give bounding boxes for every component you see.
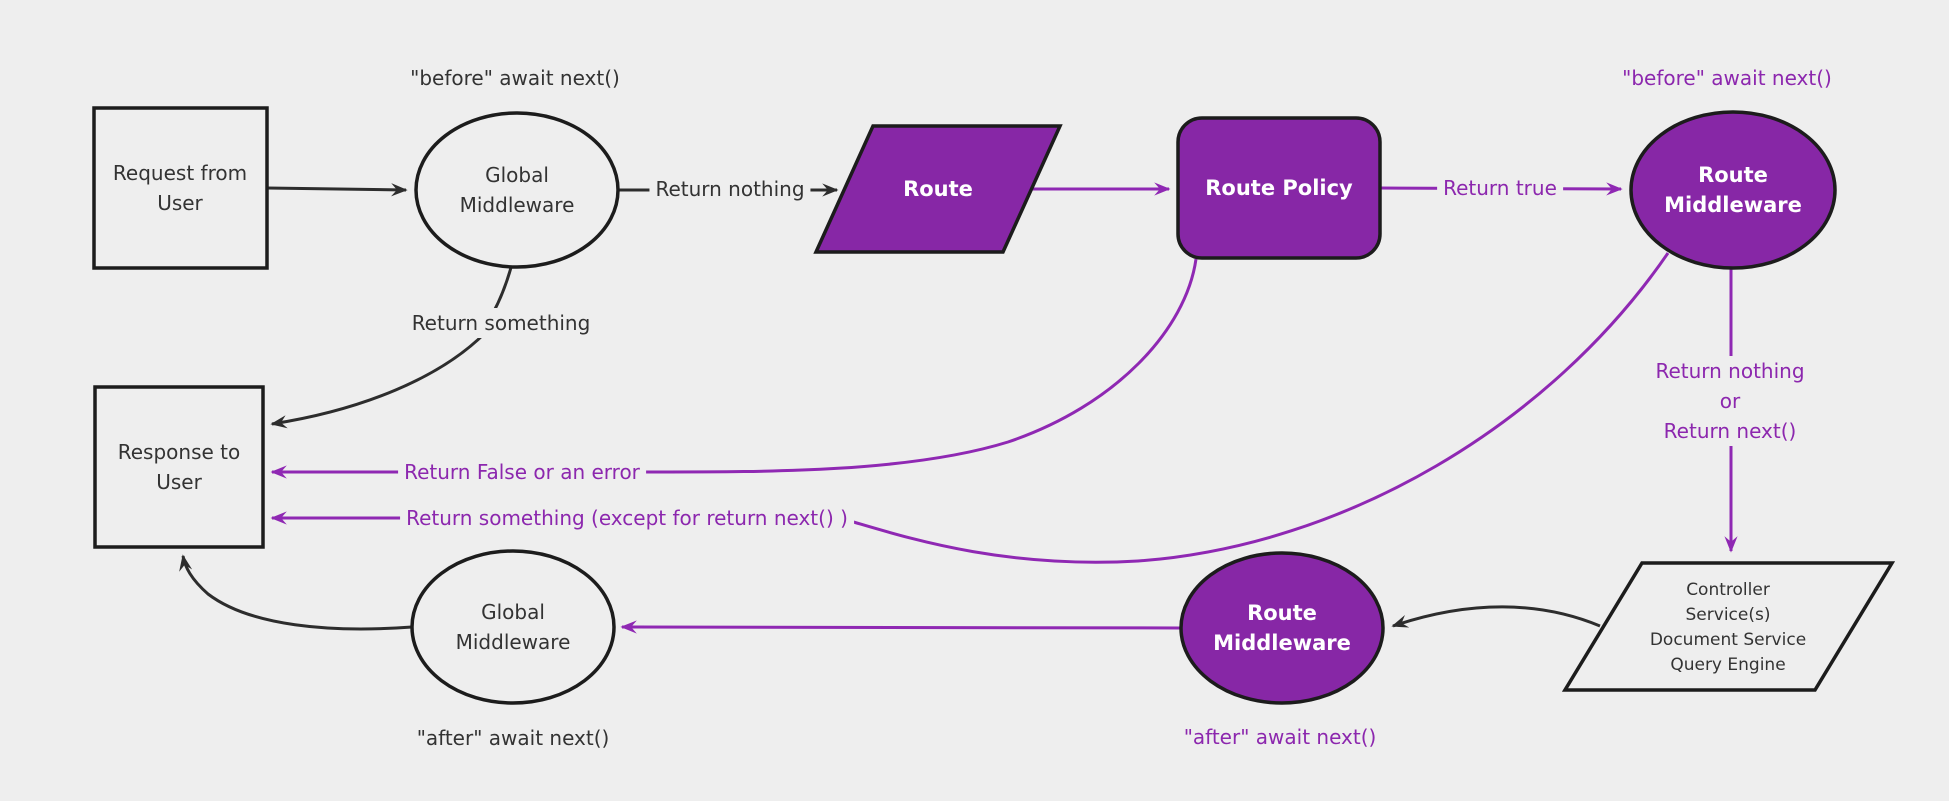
node-route-policy-shape [1176, 116, 1382, 260]
edge-route-policy-return-false-curve [639, 258, 1198, 474]
edge-global-middleware-return-something-stub [491, 263, 514, 314]
node-route-shape [813, 124, 1063, 254]
node-global-middleware-bottom-label: Global Middleware [455, 600, 571, 654]
label-return-something: Return something [405, 308, 597, 338]
label-return-nothing-or-next: Return nothing or Return next() [1649, 356, 1811, 446]
node-controller-label: Controller Service(s) Document Service Q… [1649, 580, 1807, 675]
node-response-shape [93, 385, 265, 549]
node-controller-shape [1561, 561, 1896, 692]
edge-return-something-to-response [270, 331, 487, 429]
node-request-label: Request from User [112, 161, 248, 215]
label-after-await-next-left: "after" await next() [416, 726, 610, 750]
label-return-true: Return true [1437, 173, 1563, 203]
node-route-middleware-top-label: Route Middleware [1664, 163, 1802, 217]
node-global-middleware-top-shape [414, 111, 620, 269]
edge-route-middleware-return-something-curve [849, 252, 1670, 564]
edge-global-middleware-bottom-to-response [179, 554, 413, 631]
node-route-label: Route [903, 177, 973, 201]
label-return-false-or-error: Return False or an error [398, 457, 646, 487]
label-before-await-next-right: "before" await next() [1622, 66, 1832, 90]
node-global-middleware-bottom-shape [410, 549, 616, 705]
node-route-middleware-top-shape [1629, 110, 1837, 270]
label-after-await-next-mid: "after" await next() [1183, 725, 1377, 749]
node-route-middleware-bottom-label: Route Middleware [1213, 601, 1351, 655]
node-global-middleware-top-label: Global Middleware [459, 163, 575, 217]
label-before-await-next-top: "before" await next() [410, 66, 620, 90]
label-return-nothing: Return nothing [649, 174, 811, 204]
edge-controller-to-route-middleware-bottom [1391, 605, 1601, 628]
label-return-something-except: Return something (except for return next… [400, 503, 854, 533]
node-request-shape [92, 106, 269, 270]
node-route-policy-label: Route Policy [1205, 176, 1353, 200]
node-response-label: Response to User [117, 440, 241, 494]
edge-route-middleware-bottom-to-global-middleware-bottom [620, 620, 1182, 634]
edge-request-to-global-middleware [266, 183, 408, 197]
node-route-middleware-bottom-shape [1179, 551, 1385, 705]
